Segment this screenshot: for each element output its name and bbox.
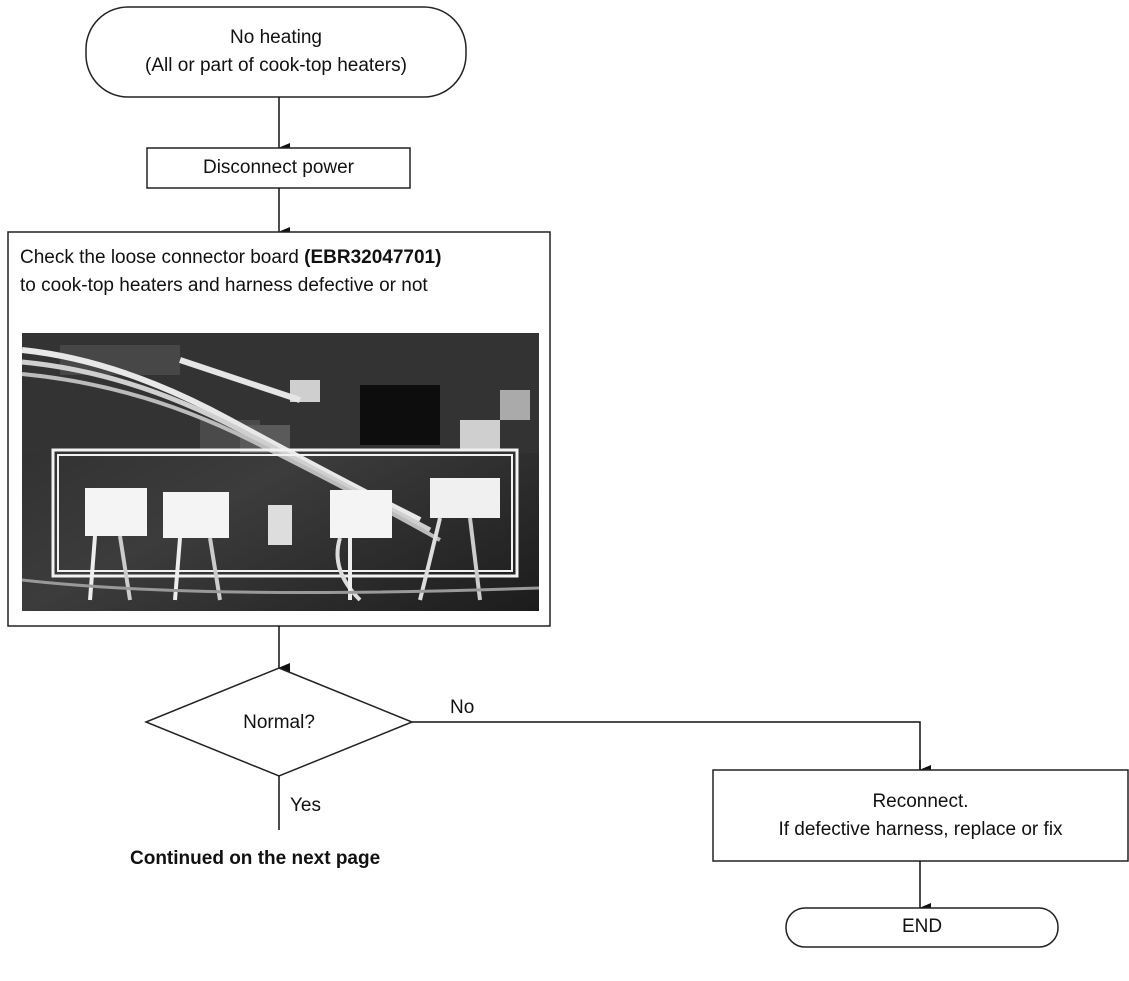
check-connector-text: Check the loose connector board (EBR3204…	[20, 244, 540, 300]
end-terminator	[785, 907, 1059, 948]
decision-label: Normal?	[243, 712, 315, 733]
start-line1: No heating	[230, 27, 322, 48]
no-line	[412, 721, 921, 770]
disconnect-power-label: Disconnect power	[202, 157, 355, 178]
yes-label: Yes	[290, 795, 321, 816]
continued-label: Continued on the next page	[130, 848, 381, 869]
reconnect-line1: Reconnect.	[872, 791, 969, 812]
reconnect-label: Reconnect. If defective harness, replace…	[713, 788, 1128, 844]
start-line2: (All or part of cook-top heaters)	[145, 55, 407, 76]
start-label: No heating (All or part of cook-top heat…	[86, 24, 466, 80]
disconnect-power-box	[146, 147, 411, 189]
end-label: END	[901, 916, 943, 937]
check-text-line2: to cook-top heaters and harness defectiv…	[20, 275, 428, 296]
connector-board-photo	[21, 333, 540, 611]
reconnect-line2: If defective harness, replace or fix	[778, 819, 1063, 840]
start-terminator	[85, 6, 467, 98]
check-text-prefix: Check the loose connector board	[20, 247, 299, 268]
part-number: (EBR32047701)	[304, 247, 442, 268]
reconnect-box	[712, 769, 1129, 862]
no-label: No	[450, 697, 475, 718]
